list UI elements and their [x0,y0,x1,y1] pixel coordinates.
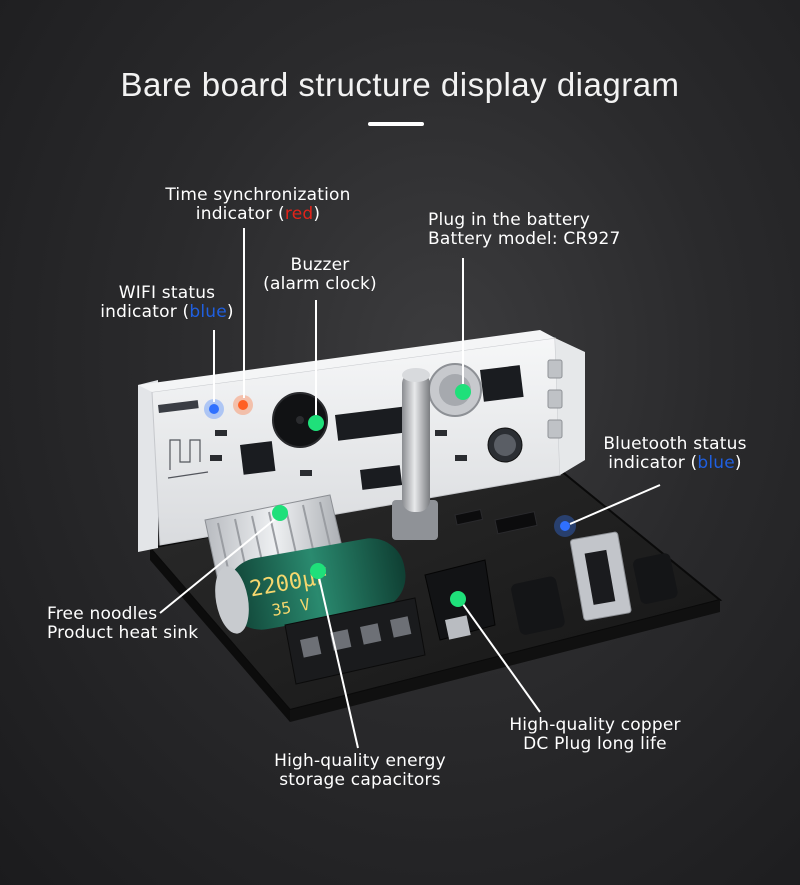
bluetooth-led [560,521,570,531]
display-board-side [138,380,158,552]
title-underline [368,122,424,126]
label-battery: Plug in the battery Battery model: CR927 [428,210,621,249]
blue-word: blue [697,453,735,473]
label-bluetooth: Bluetooth status indicator (blue) [603,434,747,473]
label-time-sync: Time synchronization indicator (red) [165,185,351,224]
encoder-shaft [402,372,430,512]
encoder-base [392,500,438,540]
wifi-led [209,404,219,414]
red-word: red [284,204,314,224]
label-heat-sink: Free noodles Product heat sink [47,604,199,643]
blue-word: blue [189,302,227,322]
label-capacitors: High-quality energy storage capacitors [274,751,446,790]
page-title: Bare board structure display diagram [120,66,680,103]
label-buzzer: Buzzer (alarm clock) [263,255,377,294]
time-sync-led [238,400,248,410]
label-wifi: WIFI status indicator (blue) [100,283,234,322]
label-dc-plug: High-quality copper DC Plug long life [509,715,681,754]
